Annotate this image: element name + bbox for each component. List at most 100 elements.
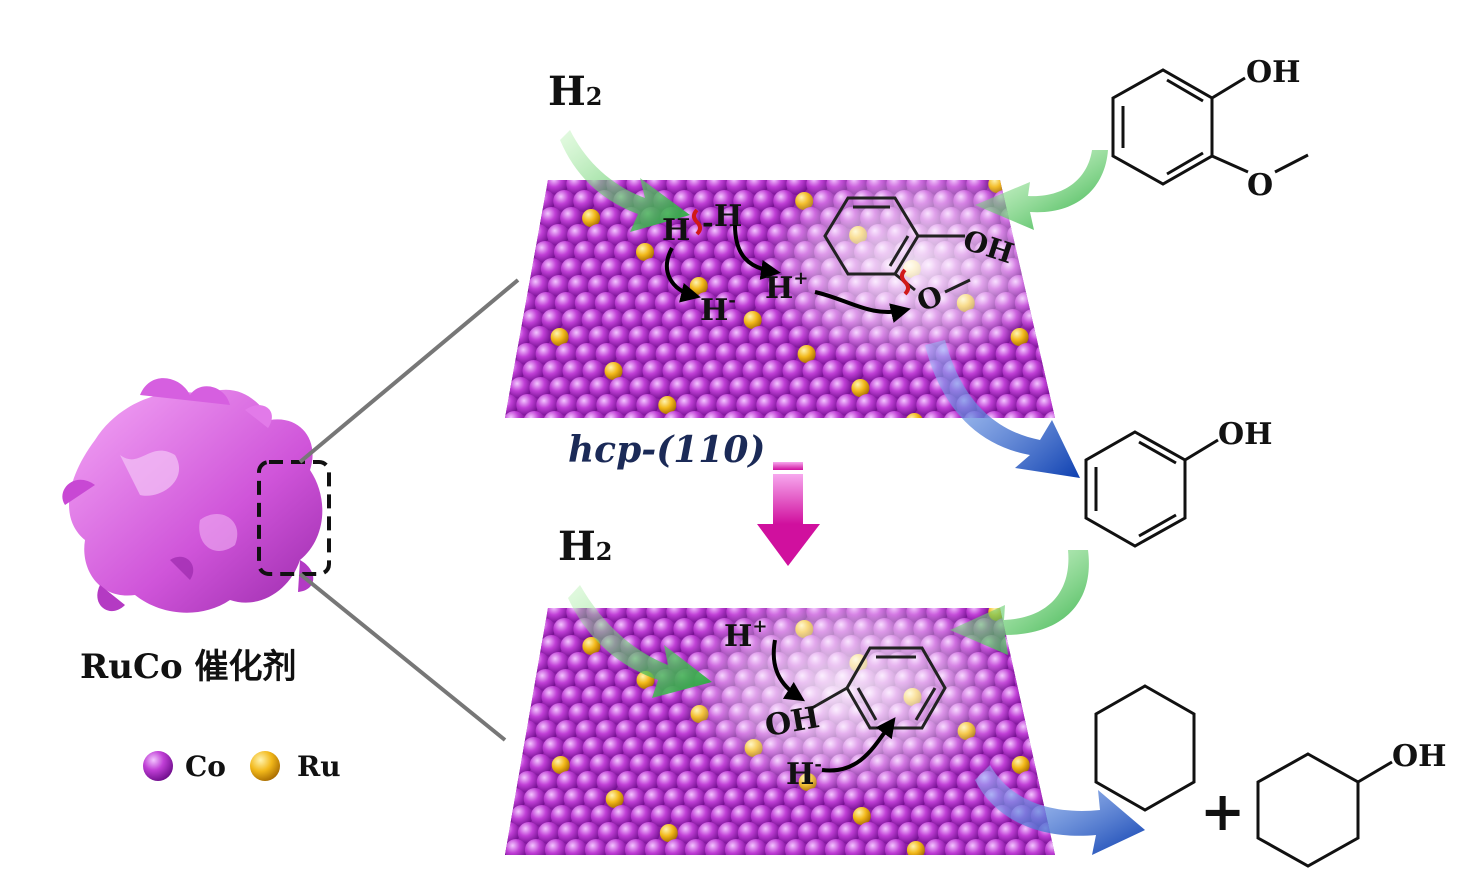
co-atom bbox=[733, 190, 756, 212]
co-atom bbox=[640, 635, 663, 657]
ru-atom bbox=[851, 379, 870, 397]
co-atom bbox=[876, 394, 899, 416]
co-atom bbox=[690, 805, 713, 827]
co-atom bbox=[1009, 377, 1032, 399]
co-atom bbox=[737, 822, 760, 844]
co-atom bbox=[677, 822, 700, 844]
hydride-transfer-arrow-bottom bbox=[821, 717, 896, 773]
co-atom bbox=[696, 394, 719, 416]
co-atom bbox=[621, 309, 644, 331]
co-atom bbox=[770, 805, 793, 827]
co-atom bbox=[686, 180, 709, 195]
co-atom bbox=[576, 394, 599, 416]
ru-atom bbox=[604, 362, 623, 380]
co-atom bbox=[803, 411, 826, 418]
co-atom bbox=[505, 771, 519, 793]
co-atom bbox=[1015, 343, 1038, 365]
co-atom bbox=[557, 822, 580, 844]
ru-atom bbox=[743, 311, 762, 329]
co-atom bbox=[648, 326, 671, 348]
co-atom bbox=[681, 309, 704, 331]
ru-atom bbox=[582, 209, 601, 227]
co-atom bbox=[663, 788, 686, 810]
h2-inflow-arrow-bottom bbox=[568, 585, 712, 698]
h-minus-label-top: H- bbox=[700, 290, 736, 328]
co-atom bbox=[636, 771, 659, 793]
co-atom bbox=[824, 839, 847, 855]
co-atom bbox=[783, 411, 806, 418]
co-atom bbox=[600, 207, 623, 229]
co-atom bbox=[857, 822, 880, 844]
co-atom bbox=[584, 839, 607, 855]
co-atom bbox=[505, 737, 525, 759]
h-plus-label-bottom: H+ bbox=[724, 616, 767, 654]
co-atom bbox=[570, 805, 593, 827]
co-atom bbox=[649, 377, 672, 399]
co-atom bbox=[717, 822, 740, 844]
co-atom bbox=[629, 377, 652, 399]
co-atom bbox=[764, 839, 787, 855]
co-atom bbox=[655, 343, 678, 365]
co-atom bbox=[505, 343, 518, 365]
co-atom bbox=[643, 788, 666, 810]
ru-atom bbox=[797, 345, 816, 363]
co-atom bbox=[684, 839, 707, 855]
co-atom bbox=[568, 326, 591, 348]
co-atom bbox=[602, 737, 625, 759]
hh-label-right: H bbox=[714, 199, 742, 234]
co-atom bbox=[969, 377, 992, 399]
co-atom bbox=[529, 754, 552, 776]
co-atom bbox=[505, 377, 512, 399]
co-atom bbox=[742, 360, 765, 382]
co-atom bbox=[622, 737, 645, 759]
co-atom bbox=[930, 805, 953, 827]
co-atom bbox=[622, 360, 645, 382]
co-atom bbox=[582, 737, 605, 759]
co-atom bbox=[693, 190, 716, 212]
co-atom bbox=[569, 754, 592, 776]
co-atom bbox=[543, 411, 566, 418]
co-atom bbox=[542, 737, 565, 759]
co-atom bbox=[735, 343, 758, 365]
co-atom bbox=[943, 788, 966, 810]
co-atom bbox=[609, 377, 632, 399]
co-atom bbox=[536, 394, 559, 416]
co-atom bbox=[568, 703, 591, 725]
co-atom bbox=[635, 720, 658, 742]
ru-atom bbox=[605, 790, 624, 808]
co-atom bbox=[723, 411, 746, 418]
ru-atom bbox=[528, 608, 547, 621]
co-atom bbox=[724, 839, 747, 855]
co-atom bbox=[676, 394, 699, 416]
adsorbed-phenol-bottom bbox=[811, 646, 947, 730]
co-atom bbox=[574, 292, 597, 314]
co-atom bbox=[534, 292, 557, 314]
catalyst-label: RuCo 催化剂 bbox=[80, 647, 297, 687]
co-atom bbox=[623, 788, 646, 810]
co-atom bbox=[649, 754, 672, 776]
co-atom bbox=[505, 411, 526, 418]
co-atom bbox=[562, 360, 585, 382]
co-atom bbox=[588, 703, 611, 725]
co-atom bbox=[823, 411, 846, 418]
co-atom bbox=[575, 343, 598, 365]
co-atom bbox=[680, 258, 703, 280]
co-atom bbox=[989, 377, 1012, 399]
co-atom bbox=[1003, 411, 1026, 418]
co-atom bbox=[962, 360, 985, 382]
co-atom bbox=[804, 839, 827, 855]
ru-atom bbox=[905, 413, 924, 418]
co-atom bbox=[520, 207, 543, 229]
co-atom bbox=[890, 805, 913, 827]
co-atom bbox=[822, 360, 845, 382]
zoom-line-top bbox=[298, 278, 520, 464]
co-atom bbox=[727, 275, 750, 297]
co-atom bbox=[722, 360, 745, 382]
co-atom bbox=[505, 411, 506, 418]
co-atom bbox=[540, 635, 563, 657]
co-atom bbox=[996, 394, 1019, 416]
co-atom bbox=[567, 652, 590, 674]
co-atom bbox=[550, 805, 573, 827]
co-atom bbox=[667, 224, 690, 246]
co-atom bbox=[576, 771, 599, 793]
